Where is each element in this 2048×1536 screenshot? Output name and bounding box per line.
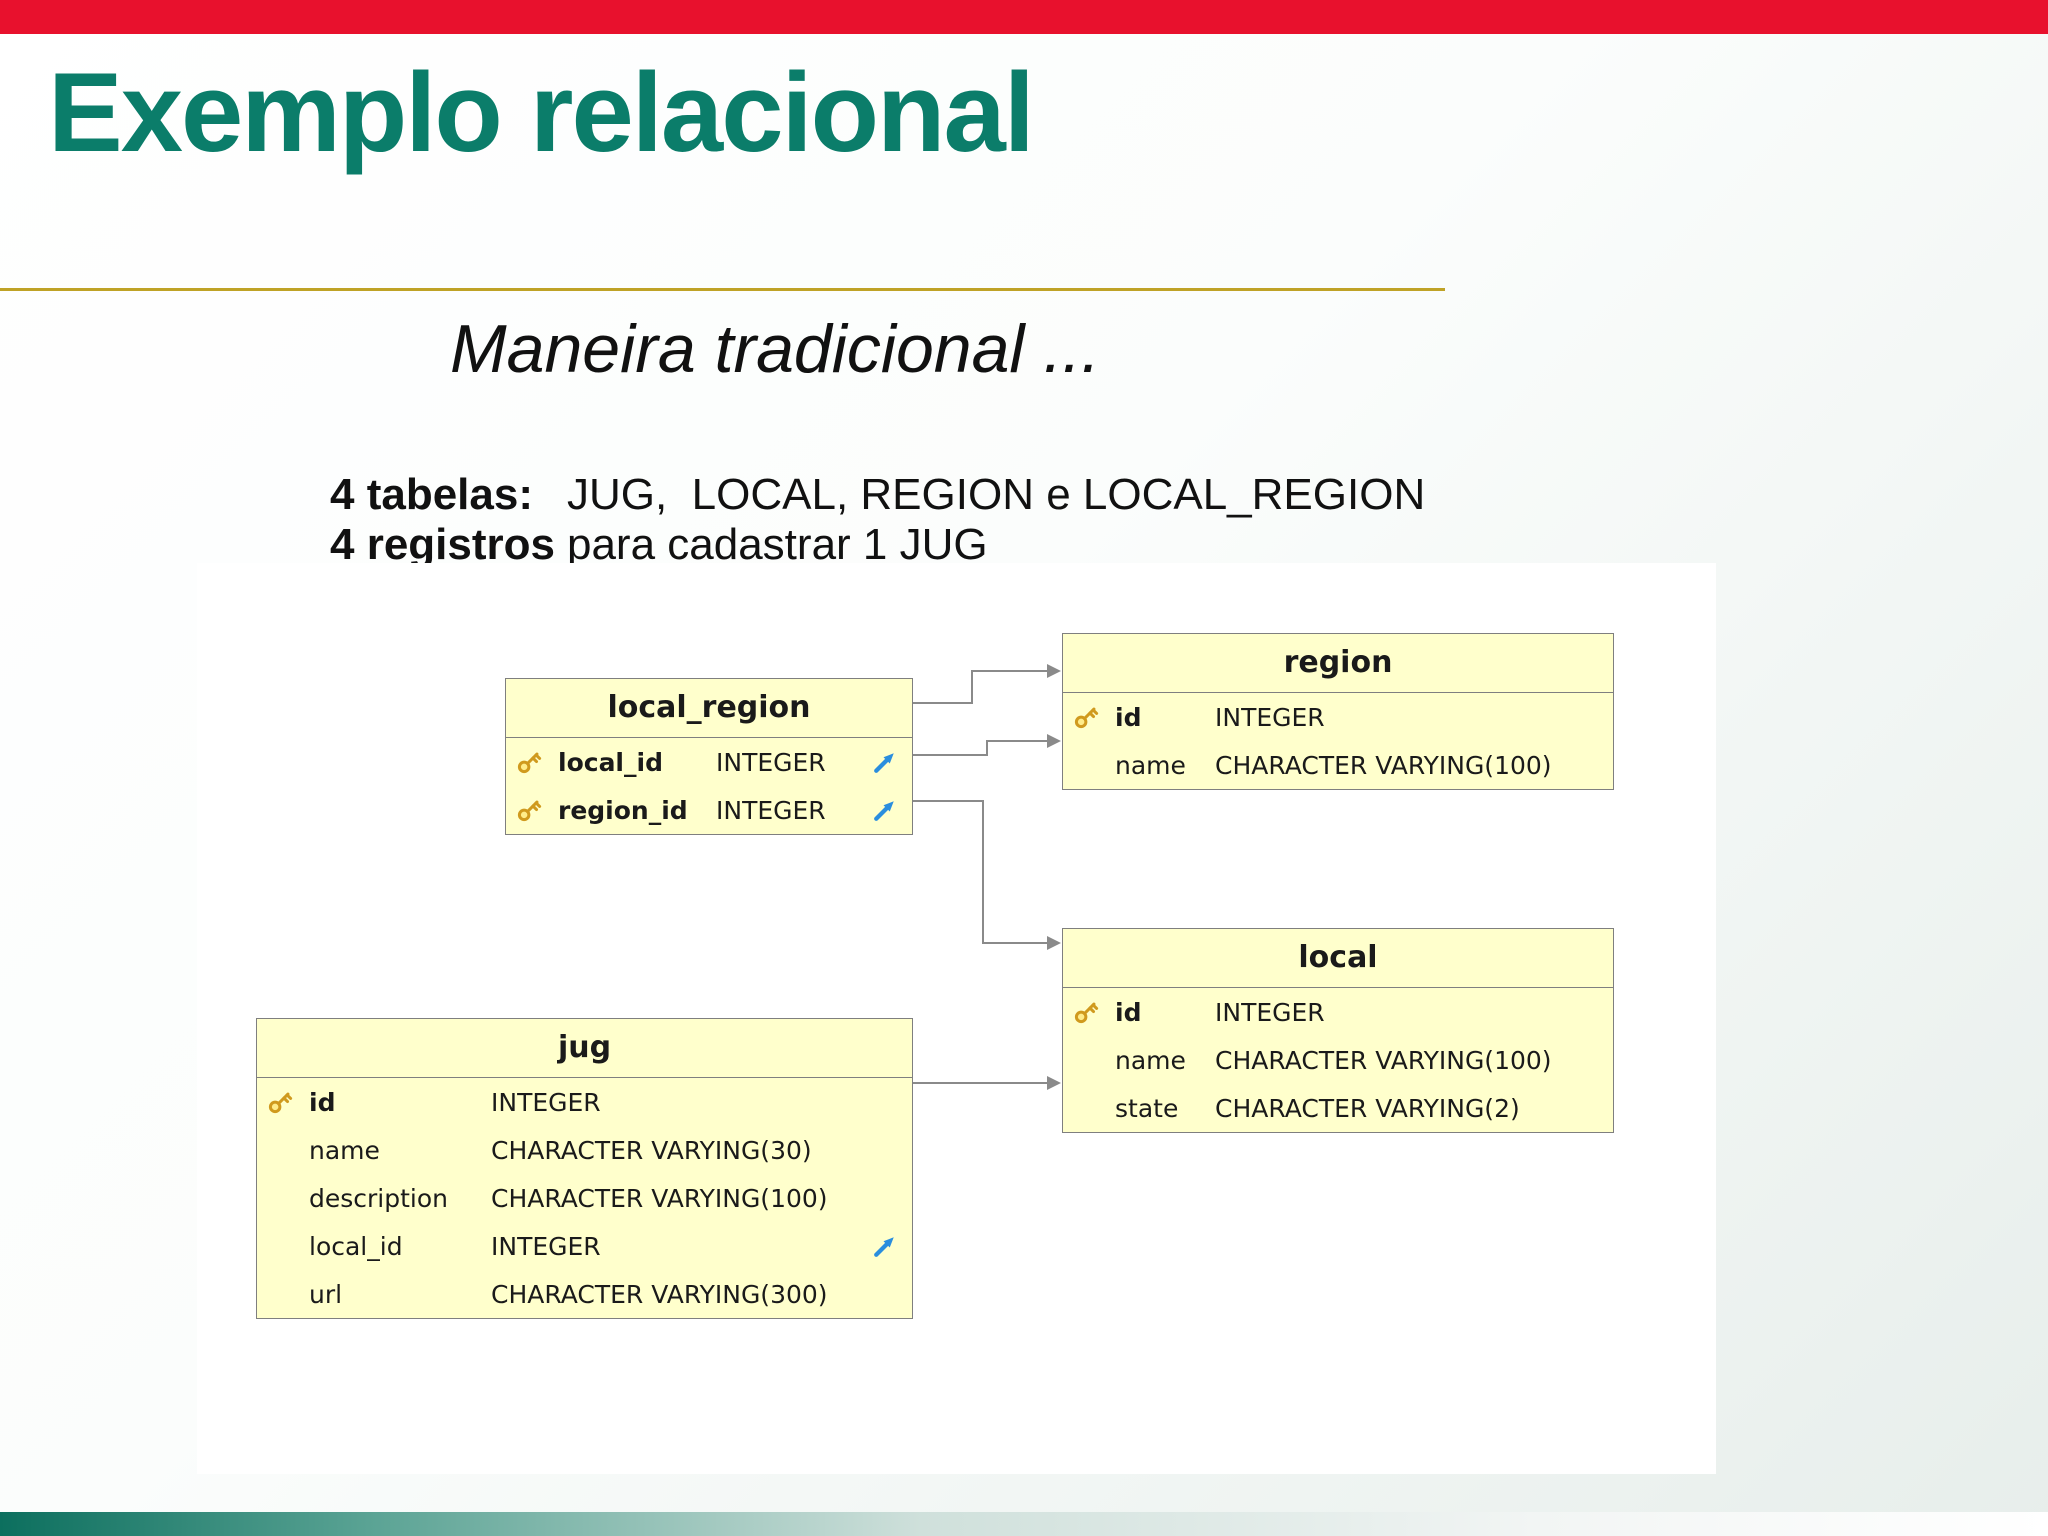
column-name: state: [1115, 1093, 1179, 1123]
column-name: local_id: [558, 747, 663, 777]
primary-key-icon-cell: [265, 1087, 309, 1117]
column-name: local_id: [309, 1231, 403, 1261]
column-row-local_region-local_id: local_id INTEGER: [506, 738, 912, 786]
column-row-jug-url: url CHARACTER VARYING(300): [257, 1270, 912, 1318]
relationship-connectors: [911, 664, 1061, 1090]
column-type: INTEGER: [491, 1231, 601, 1261]
column-row-local_region-region_id: region_id INTEGER: [506, 786, 912, 834]
relation-line-localregion-local: [911, 800, 1048, 944]
primary-key-icon-cell: [514, 795, 558, 825]
foreign-key-arrow-icon: [874, 1237, 894, 1257]
column-name: name: [309, 1135, 380, 1165]
column-row-jug-name: name CHARACTER VARYING(30): [257, 1126, 912, 1174]
records-text: para cadastrar 1 JUG: [566, 520, 988, 570]
subtitle: Maneira tradicional ...: [450, 311, 1101, 387]
arrowhead-icon: [1047, 734, 1061, 748]
foreign-key-arrow-cell: [864, 1231, 900, 1261]
connector-arrowheads: [1047, 664, 1061, 1090]
table-region-title: region: [1063, 634, 1613, 693]
column-type: INTEGER: [716, 795, 826, 825]
primary-key-icon: [517, 752, 542, 774]
foreign-key-arrow-icon: [874, 753, 894, 773]
column-row-region-id: id INTEGER: [1063, 693, 1613, 741]
column-type: CHARACTER VARYING(100): [1215, 1045, 1552, 1075]
table-local: local id INTEGER name CHARACTER VARYING(100)…: [1062, 928, 1614, 1133]
column-name: id: [1115, 702, 1142, 732]
table-region: region id INTEGER name CHARACTER VARYING(100…: [1062, 633, 1614, 790]
table-local-title: local: [1063, 929, 1613, 988]
column-name: id: [1115, 997, 1142, 1027]
tables-count-line: 4 tabelas: JUG, LOCAL, REGION e LOCAL_REG…: [330, 470, 1425, 520]
column-name: id: [309, 1087, 336, 1117]
primary-key-icon: [1074, 707, 1099, 729]
foreign-key-arrow-icon: [874, 801, 894, 821]
primary-key-icon-cell: [514, 747, 558, 777]
column-row-local-id: id INTEGER: [1063, 988, 1613, 1036]
primary-key-icon-cell: [1071, 997, 1115, 1027]
arrowhead-icon: [1047, 664, 1061, 678]
arrowhead-icon: [1047, 936, 1061, 950]
column-type: CHARACTER VARYING(300): [491, 1279, 828, 1309]
column-row-jug-description: description CHARACTER VARYING(100): [257, 1174, 912, 1222]
column-type: CHARACTER VARYING(100): [491, 1183, 828, 1213]
bottom-teal-bar: [0, 1512, 2048, 1536]
column-type: INTEGER: [1215, 997, 1325, 1027]
column-name: url: [309, 1279, 343, 1309]
table-local_region-title: local_region: [506, 679, 912, 738]
column-row-local-state: state CHARACTER VARYING(2): [1063, 1084, 1613, 1132]
table-jug-title: jug: [257, 1019, 912, 1078]
primary-key-icon-cell: [1071, 702, 1115, 732]
arrowhead-icon: [1047, 1076, 1061, 1090]
column-name: name: [1115, 750, 1186, 780]
divider-line: [0, 288, 1445, 291]
relation-line-localregion-region-1: [911, 670, 1048, 704]
page-title: Exemplo relacional: [48, 50, 1035, 175]
primary-key-icon: [1074, 1002, 1099, 1024]
top-red-bar: [0, 0, 2048, 34]
column-row-jug-local_id: local_id INTEGER: [257, 1222, 912, 1270]
tables-list: JUG, LOCAL, REGION e LOCAL_REGION: [566, 470, 1426, 519]
column-name: name: [1115, 1045, 1186, 1075]
column-name: description: [309, 1183, 449, 1213]
connector-lines: [911, 670, 1048, 1084]
records-count-label: 4 registros: [330, 520, 555, 570]
relation-line-localregion-region-2: [911, 740, 1048, 756]
body-text: 4 tabelas: JUG, LOCAL, REGION e LOCAL_REG…: [330, 470, 1425, 570]
primary-key-icon: [517, 800, 542, 822]
column-row-local-name: name CHARACTER VARYING(100): [1063, 1036, 1613, 1084]
column-type: INTEGER: [1215, 702, 1325, 732]
column-type: INTEGER: [491, 1087, 601, 1117]
column-type: CHARACTER VARYING(2): [1215, 1093, 1520, 1123]
foreign-key-arrow-cell: [864, 795, 900, 825]
column-type: CHARACTER VARYING(100): [1215, 750, 1552, 780]
foreign-key-arrow-cell: [864, 747, 900, 777]
column-row-region-name: name CHARACTER VARYING(100): [1063, 741, 1613, 789]
column-type: INTEGER: [716, 747, 826, 777]
column-type: CHARACTER VARYING(30): [491, 1135, 812, 1165]
tables-count-label: 4 tabelas:: [330, 470, 533, 519]
column-name: region_id: [558, 795, 688, 825]
column-row-jug-id: id INTEGER: [257, 1078, 912, 1126]
primary-key-icon: [268, 1092, 293, 1114]
